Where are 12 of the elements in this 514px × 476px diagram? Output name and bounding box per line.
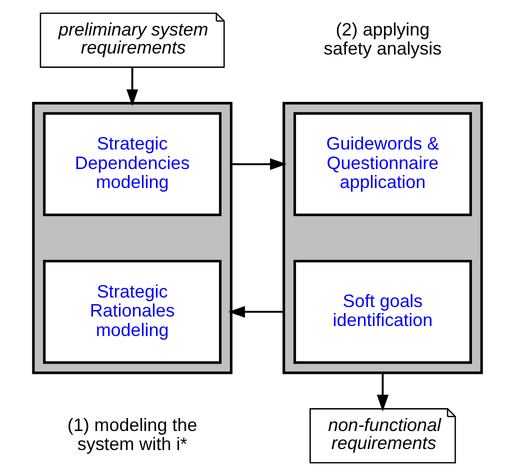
arrow xyxy=(126,67,138,106)
node-box: Soft goals identification xyxy=(292,260,472,364)
arrow xyxy=(228,306,284,318)
node-box: Strategic Rationales modeling xyxy=(42,260,222,364)
node-label: (2) applying safety analysis xyxy=(323,19,442,59)
node-box: Strategic Dependencies modeling xyxy=(42,112,222,216)
arrow xyxy=(230,158,286,170)
cluster xyxy=(282,102,482,374)
node-label: (1) modeling the system with i* xyxy=(66,414,197,454)
node-box: Guidewords & Questionnaire application xyxy=(292,112,472,216)
arrow xyxy=(376,372,388,412)
cluster xyxy=(32,102,232,374)
